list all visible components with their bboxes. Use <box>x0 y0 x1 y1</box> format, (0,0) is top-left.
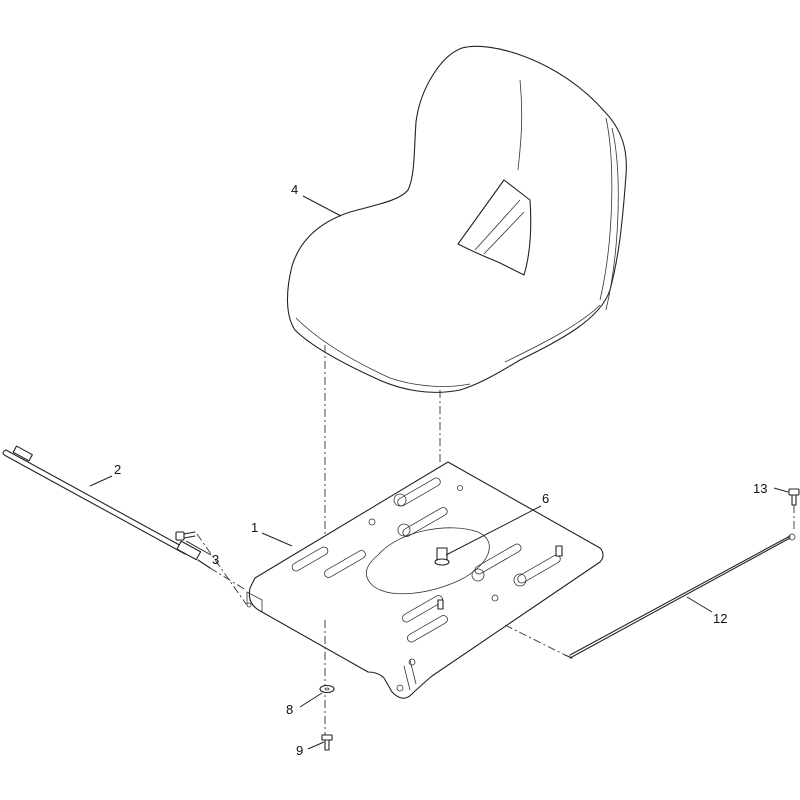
callout-6: 6 <box>542 491 549 506</box>
cable-alignment-line <box>504 624 566 656</box>
seat-plate <box>246 461 604 699</box>
leader-2 <box>89 475 113 487</box>
leader-1 <box>261 532 293 547</box>
screw-part-3 <box>175 531 196 541</box>
seat <box>286 45 627 393</box>
bolt <box>321 734 333 751</box>
leader-4 <box>302 195 342 217</box>
cable <box>564 533 796 659</box>
leader-6 <box>445 505 542 556</box>
callout-12: 12 <box>713 611 727 626</box>
leader-9 <box>307 741 325 750</box>
leader-12 <box>686 596 713 613</box>
callout-2: 2 <box>114 462 121 477</box>
leader-13 <box>773 487 789 493</box>
callout-13: 13 <box>753 481 767 496</box>
screw-alignment-line <box>196 533 247 605</box>
callout-8: 8 <box>286 702 293 717</box>
switch-stud <box>434 547 450 566</box>
washer <box>319 684 335 694</box>
screw-part-13 <box>788 488 800 506</box>
callout-4: 4 <box>291 182 298 197</box>
adjustment-rod <box>2 445 211 569</box>
callout-1: 1 <box>251 520 258 535</box>
callout-3: 3 <box>212 552 219 567</box>
leader-3 <box>185 540 212 556</box>
callout-9: 9 <box>296 743 303 758</box>
leader-8 <box>299 692 323 708</box>
